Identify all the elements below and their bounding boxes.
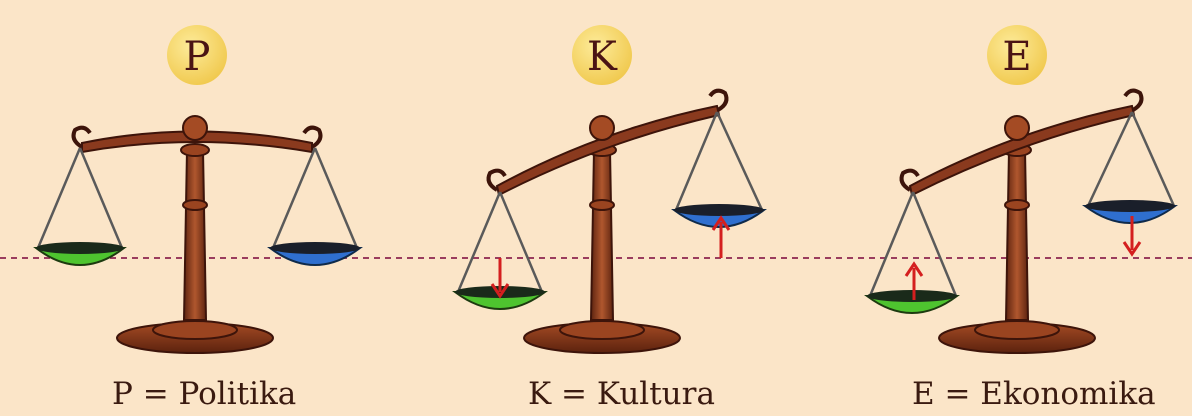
badge-letter-p: P bbox=[184, 34, 211, 80]
arrow-up-icon bbox=[711, 215, 731, 258]
badge-letter-e: E bbox=[1002, 34, 1031, 80]
caption-ekonomika: E = Ekonomika bbox=[912, 376, 1156, 412]
arrow-up-icon bbox=[904, 261, 924, 300]
badge-e: E bbox=[987, 25, 1047, 85]
caption-politika: P = Politika bbox=[112, 376, 297, 412]
caption-kultura: K = Kultura bbox=[528, 376, 715, 412]
scale-e: E bbox=[864, 25, 1178, 354]
arrow-down-icon bbox=[490, 258, 510, 299]
scale-k: K bbox=[452, 25, 767, 354]
badge-k: K bbox=[572, 25, 632, 85]
badge-p: P bbox=[167, 25, 227, 85]
arrow-down-icon bbox=[1122, 216, 1142, 257]
badge-letter-k: K bbox=[587, 34, 618, 80]
scale-p: P bbox=[33, 25, 363, 354]
